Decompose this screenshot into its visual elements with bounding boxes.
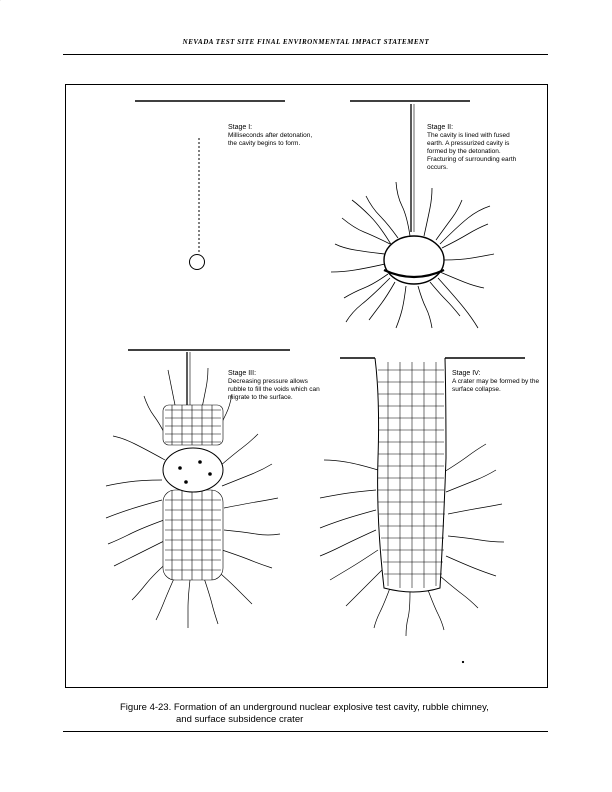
stage-4-title: Stage IV: (452, 370, 481, 377)
stage-2-label: Stage II: The cavity is lined with fused… (427, 124, 519, 172)
page-header: NEVADA TEST SITE FINAL ENVIRONMENTAL IMP… (182, 38, 430, 46)
stage-3-drawing (105, 352, 281, 628)
stage-3-label: Stage III: Decreasing pressure allows ru… (228, 370, 320, 402)
stage-4-text: A crater may be formed by the surface co… (452, 378, 540, 393)
figure-frame (65, 84, 548, 688)
stage-1-drawing (189, 138, 205, 270)
stage-1-text: Milliseconds after detonation, the cavit… (228, 132, 313, 147)
header-rule (63, 54, 548, 55)
stage-1-title: Stage I: (228, 124, 253, 131)
stage-1-label: Stage I: Milliseconds after detonation, … (228, 124, 320, 148)
stage-2-title: Stage II: (427, 124, 454, 131)
stage-3-text: Decreasing pressure allows rubble to fil… (228, 378, 320, 401)
stage-3-title: Stage III: (228, 370, 257, 377)
stage-2-drawing (0, 0, 495, 329)
stage-2-text: The cavity is lined with fused earth. A … (427, 132, 517, 171)
figure-caption: Figure 4-23. Formation of an underground… (120, 702, 540, 726)
caption-line-1: Figure 4-23. Formation of an underground… (120, 702, 489, 713)
stage-4-label: Stage IV: A crater may be formed by the … (452, 370, 542, 394)
footer-rule (63, 731, 548, 732)
caption-line-2: and surface subsidence crater (176, 714, 304, 725)
stage-4-drawing (319, 357, 505, 664)
